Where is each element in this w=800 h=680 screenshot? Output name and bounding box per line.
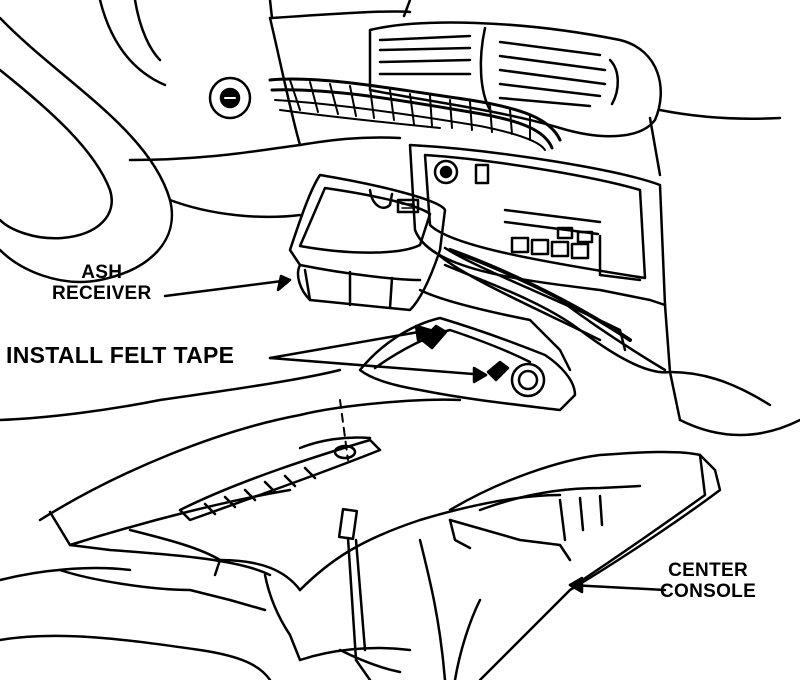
ash-receiver	[288, 173, 447, 312]
console-trim	[443, 263, 800, 437]
center-console-label: CENTER CONSOLE	[660, 560, 756, 603]
center-console-label-line2: CONSOLE	[660, 581, 757, 603]
ash-receiver-label-line1: ASH	[81, 262, 123, 283]
install-felt-tape-label: INSTALL FELT TAPE	[6, 342, 235, 368]
ash-receiver-label: ASH RECEIVER	[52, 262, 152, 305]
ash-receiver-opening	[358, 246, 632, 412]
wiring-harness	[268, 77, 562, 151]
center-console-label-line1: CENTER	[668, 560, 748, 581]
steering-wheel	[0, 0, 174, 284]
ash-receiver-label-line2: RECEIVER	[52, 283, 152, 305]
dash-panel	[128, 0, 782, 219]
radio-panel	[408, 143, 667, 307]
center-console-body	[0, 368, 562, 680]
gear-shifter	[333, 399, 402, 680]
ignition-lock	[208, 76, 252, 120]
console-right-wall	[298, 450, 722, 680]
leader-lines	[163, 274, 667, 594]
